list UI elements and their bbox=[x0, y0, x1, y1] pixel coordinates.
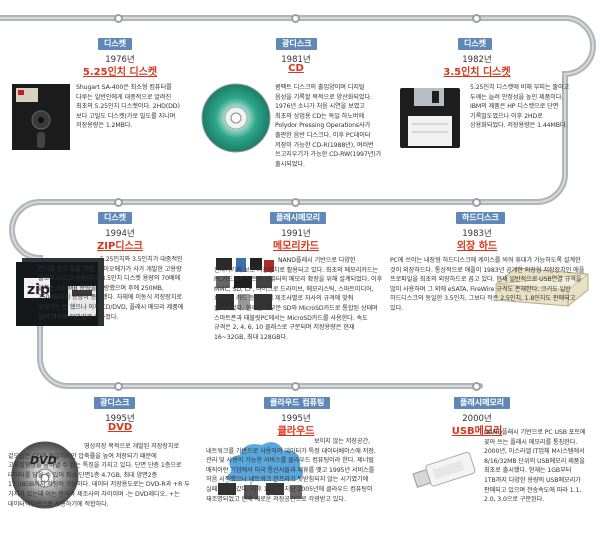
timeline-node bbox=[291, 382, 300, 391]
item-title: 외장 하드 bbox=[456, 241, 498, 252]
timeline-node bbox=[291, 198, 300, 207]
item-description: Shugart SA-400은 최소형 컴퓨터를 다루는 일반인에게 대중적으로… bbox=[76, 84, 180, 130]
timeline-node bbox=[472, 382, 481, 391]
category-badge: 광디스크 bbox=[276, 38, 318, 50]
svg-text:zip: zip bbox=[27, 282, 50, 298]
category-badge: 클라우드 컴퓨팅 bbox=[264, 397, 331, 409]
category-badge: 디스켓 bbox=[98, 38, 133, 50]
item-description: NAND플래시 기반으로 PC USB 포트에 꽂아 쓰는 플래시 메모리를 통… bbox=[484, 429, 586, 504]
cloud-image bbox=[218, 442, 303, 499]
item-year: 1994년 bbox=[105, 229, 135, 239]
timeline-node bbox=[114, 14, 123, 23]
item-year: 1981년 bbox=[281, 55, 311, 65]
timeline-node bbox=[472, 14, 481, 23]
category-badge: 플래시메모리 bbox=[454, 397, 511, 409]
timeline-node bbox=[114, 198, 123, 207]
category-badge: 플래시메모리 bbox=[270, 212, 327, 224]
zip-disk-image: zip bbox=[16, 258, 104, 326]
item-year: 1991년 bbox=[281, 229, 311, 239]
item-year: 1995년 bbox=[281, 414, 311, 424]
item-title: 클라우드 bbox=[277, 426, 315, 437]
item-description: PC에 쓰이는 내장형 하드디스크에 케이스를 씌워 휴대가 가능하도록 설계한… bbox=[390, 257, 585, 312]
item-year: 2000년 bbox=[462, 414, 492, 424]
timeline-node bbox=[472, 198, 481, 207]
category-badge: 디스켓 bbox=[98, 212, 133, 224]
item-title: 5.25인치 디스켓 bbox=[82, 67, 158, 78]
memory-cards-image bbox=[216, 258, 274, 310]
item-title: DVD bbox=[107, 422, 133, 433]
item-year: 1982년 bbox=[462, 55, 492, 65]
cd-image bbox=[201, 83, 271, 153]
item-year: 1976년 bbox=[105, 55, 135, 65]
item-title: USB메모리 bbox=[451, 426, 503, 437]
item-description: NAND플래시 기반으로 다양한 전자기기의 보조 저장장치로 활용되고 있다.… bbox=[214, 257, 383, 341]
item-title: ZIP디스크 bbox=[97, 241, 143, 252]
timeline-node bbox=[114, 382, 123, 391]
item-title: 3.5인치 디스켓 bbox=[443, 67, 511, 78]
item-description: 보이지 않는 저장공간, 네트워크를 기반으로 사용자의 데이터가 특정 데이터… bbox=[206, 438, 376, 503]
dvd-image: DVD bbox=[11, 441, 79, 509]
item-title: CD bbox=[288, 63, 304, 74]
floppy-525-image bbox=[12, 84, 70, 150]
category-badge: 디스켓 bbox=[458, 38, 493, 50]
category-badge: 하드디스크 bbox=[456, 212, 505, 224]
category-badge: 광디스크 bbox=[94, 397, 136, 409]
item-description: 영상저장 목적으로 개발된 저장장치로 겉모습은 CD와 동일하지만 압축률을 … bbox=[8, 443, 190, 508]
item-year: 1983년 bbox=[462, 229, 492, 239]
usb-drive-image bbox=[412, 452, 476, 488]
item-description: 5.25인치와 3.5인치가 대중적인 인기를 얻고 있을 무렵, 아이오메가가… bbox=[38, 256, 184, 321]
item-description: 콤팩트 디스크의 출입양이며 디지털 음성을 기록할 목적으로 양산화되었다. … bbox=[275, 84, 382, 168]
item-year: 1995년 bbox=[105, 414, 135, 424]
floppy-35-image bbox=[400, 88, 460, 148]
item-description: 5.25인치 디스켓에 비해 부피는 줄이고 두께는 늘려 안정성을 높인 제품… bbox=[470, 84, 570, 130]
item-title: 메모리카드 bbox=[273, 241, 319, 252]
external-hdd-image bbox=[495, 267, 590, 307]
svg-text:DVD: DVD bbox=[30, 454, 57, 467]
timeline-node bbox=[291, 14, 300, 23]
